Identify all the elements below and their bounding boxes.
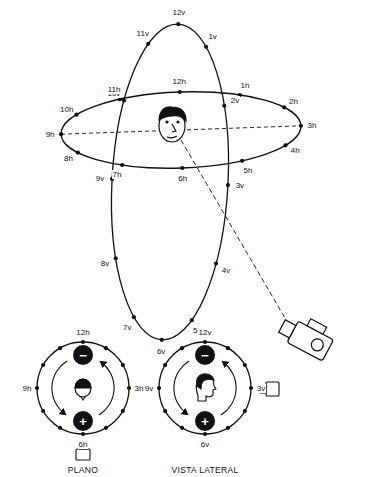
clock-position: 9v: [95, 174, 105, 183]
position-dot: [190, 318, 194, 322]
position-dot: [132, 315, 136, 319]
position-dot: [226, 183, 230, 187]
camera-axis: [181, 140, 292, 330]
position-dot: [178, 90, 182, 94]
position-dot: [35, 386, 39, 390]
clock-position: 10h: [59, 105, 74, 114]
position-dot: [204, 45, 208, 49]
position-dot: [226, 426, 230, 430]
position-dot: [249, 386, 253, 390]
position-dot: [283, 143, 287, 147]
clock-position: 6h: [177, 174, 188, 183]
clock-position: 9v: [144, 384, 154, 393]
clock-position: 6v: [200, 440, 210, 449]
position-dot: [203, 432, 207, 436]
sign-disc: −: [73, 345, 93, 365]
orbit: [159, 342, 251, 434]
clock-position: 1v: [207, 32, 217, 41]
clock-position: 9h: [45, 130, 56, 139]
position-dot: [163, 363, 167, 367]
sign-disc: +: [73, 411, 93, 431]
clock-position: 1h: [240, 81, 251, 90]
camera: [276, 308, 337, 361]
position-dot: [121, 409, 125, 413]
clock-position: 11h: [107, 85, 122, 94]
position-dot: [76, 151, 80, 155]
clock-position: 4v: [221, 266, 231, 275]
clock-position: 7h: [112, 170, 123, 179]
position-dot: [163, 409, 167, 413]
position-dot: [81, 432, 85, 436]
position-dot: [222, 104, 226, 108]
clock-position: 3v: [256, 384, 266, 393]
clock-position: 3v: [235, 181, 245, 190]
clock-position: 12v: [171, 8, 186, 17]
position-dot: [203, 340, 207, 344]
clock-position: 4h: [290, 146, 301, 155]
head-top-view: [75, 379, 91, 400]
position-dot: [160, 338, 164, 342]
position-dot: [240, 159, 244, 163]
clock-position: 5h: [242, 166, 253, 175]
position-dot: [120, 163, 124, 167]
position-dot: [299, 124, 303, 128]
clock-position: 11v: [136, 29, 150, 38]
view-caption: VISTA LATERAL: [171, 466, 240, 475]
position-dot: [41, 409, 45, 413]
clock-position: 9h: [22, 384, 33, 393]
position-dot: [104, 346, 108, 350]
head: [159, 107, 186, 142]
position-dot: [121, 363, 125, 367]
head-side-view: [196, 374, 216, 401]
position-dot: [41, 363, 45, 367]
position-dot: [146, 42, 150, 46]
clock-position: 12v: [198, 328, 213, 337]
position-dot: [104, 426, 108, 430]
position-dot: [58, 346, 62, 350]
clock-position: 7v: [122, 323, 132, 332]
position-dot: [180, 426, 184, 430]
orbit: [37, 342, 129, 434]
sign: −: [201, 349, 209, 362]
orbit: [104, 21, 236, 343]
position-dot: [214, 261, 218, 265]
clock-position: 8v: [100, 259, 110, 268]
rotation-arrow: [52, 361, 236, 415]
clock-position: 12h: [172, 77, 187, 86]
position-dot: [282, 105, 286, 109]
clock-position: 2h: [288, 97, 299, 106]
clock-position: 8h: [63, 154, 74, 163]
clock-position: 12h: [75, 328, 90, 337]
clock-position: 2v: [230, 96, 240, 105]
position-dot: [180, 346, 184, 350]
view-caption: PLANO: [67, 466, 99, 475]
sign-disc: −: [195, 345, 215, 365]
position-dot: [157, 386, 161, 390]
clock-position: 6v: [156, 347, 166, 356]
position-dot: [176, 22, 180, 26]
sign: −: [79, 349, 87, 362]
clock-position: 3h: [306, 121, 317, 130]
sign-disc: +: [195, 411, 215, 431]
position-dot: [127, 386, 131, 390]
orbit: [60, 88, 303, 172]
position-dot: [243, 409, 247, 413]
position-dot: [114, 256, 118, 260]
orbit-figure: [35, 21, 303, 436]
clock-position: 6h: [78, 440, 89, 449]
position-dot: [59, 132, 63, 136]
position-dot: [81, 340, 85, 344]
position-dot: [243, 363, 247, 367]
position-dot: [226, 346, 230, 350]
sign: +: [201, 415, 209, 428]
sign: +: [79, 415, 87, 428]
position-dot: [74, 113, 78, 117]
position-dot: [58, 426, 62, 430]
position-dot: [180, 166, 184, 170]
